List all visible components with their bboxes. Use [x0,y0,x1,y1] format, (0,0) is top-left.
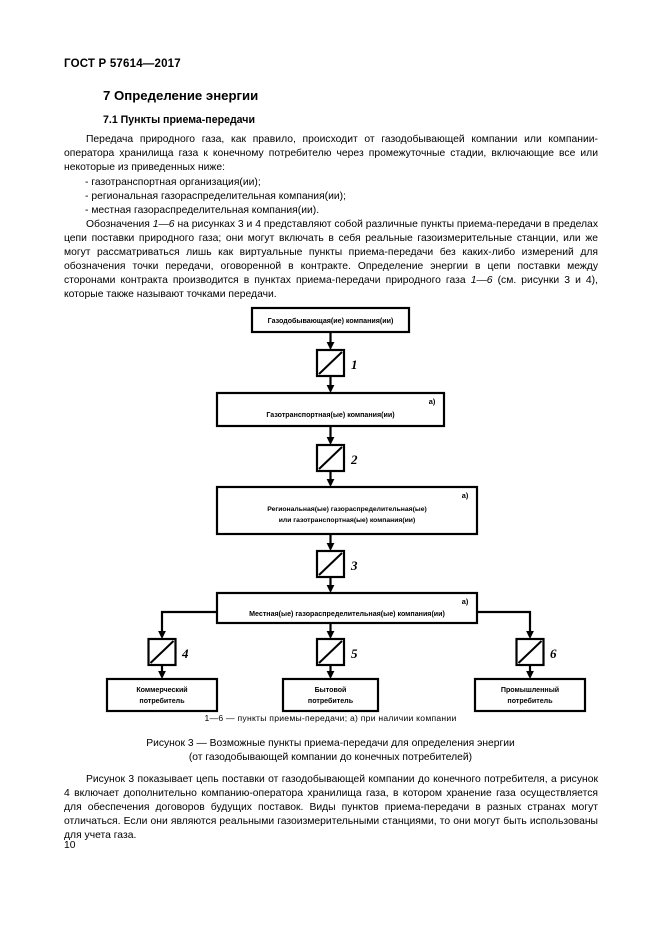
arrowhead-local-to-tp5 [326,631,335,639]
connector-local-to-tp4 [160,610,217,633]
designations-text-pre: Обозначения [86,219,153,230]
transfer-point-6-diagonal [517,640,543,664]
arrowhead-tp5-to-domestic [326,671,335,679]
box-consumer-domestic-line2: потребитель [308,697,354,705]
transfer-point-1-number: 1 [351,357,358,372]
designations-range-1: 1—6 [152,219,175,230]
box-consumer-commercial-line2: потребитель [139,697,185,705]
box-consumer-industrial-line2: потребитель [507,697,553,705]
paragraph-designations: Обозначения 1—6 на рисунках 3 и 4 предст… [64,218,598,303]
stage-list: - газотранспортная организация(ии); - ре… [85,176,598,218]
transfer-point-2-diagonal [318,446,343,470]
marker-a-regional: а) [462,491,469,500]
arrowhead-tp4-to-commercial [158,671,166,679]
arrowhead-tp1-to-transmission [326,385,335,393]
transfer-point-4-number: 4 [181,646,189,661]
box-local [215,591,479,625]
box-regional-label-line2: или газотранспортная(ые) компания(ии) [279,517,416,524]
box-producer-label: Газодобывающая(ие) компания(ии) [268,317,394,325]
arrowhead-regional-to-tp3 [326,543,335,551]
standard-header: ГОСТ Р 57614—2017 [64,58,181,70]
box-consumer-commercial [105,677,219,713]
arrowhead-tp6-to-industrial [526,671,534,679]
transfer-point-5-diagonal [318,640,343,664]
transfer-point-6-number: 6 [550,646,557,661]
box-consumer-domestic [281,677,380,713]
page-number: 10 [64,840,76,851]
box-transmission [215,391,446,428]
box-regional-label-line1: Региональная(ые) газораспределительная(ы… [267,506,427,513]
subsection-heading: 7.1 Пункты приема-передачи [103,114,255,126]
arrowhead-local-to-tp4 [158,631,166,639]
figure-caption: Рисунок 3 — Возможные пункты приема-пере… [0,737,661,765]
section-heading: 7 Определение энергии [103,88,259,103]
transfer-point-3-diagonal [318,552,343,576]
transfer-point-5-number: 5 [351,646,358,661]
transfer-point-3-number: 3 [350,558,358,573]
figure-note: 1—6 — пункты приемы-передачи; а) при нал… [204,713,457,723]
arrowhead-tp2-to-regional [326,479,335,487]
figure-caption-line1: Рисунок 3 — Возможные пункты приема-пере… [146,738,515,749]
figure-3-supply-chain: Газодобывающая(ие) компания(ии) 1 а) Газ… [0,300,661,720]
paragraph-tail: Рисунок 3 показывает цепь поставки от га… [64,774,598,842]
arrowhead-transmission-to-tp2 [326,437,335,445]
designations-text-post: (см. рисунки 3 и 4), которые также назыв… [64,275,598,301]
list-item: - газотранспортная организация(ии); [85,177,261,188]
marker-a-local: а) [462,597,469,606]
figure-caption-line2: (от газодобывающей компании до конечных … [188,752,473,763]
arrowhead-local-to-tp6 [526,631,534,639]
box-regional [215,485,479,536]
designations-range-2: 1—6 [470,275,493,287]
marker-a-transmission: а) [429,397,436,406]
designations-text-mid: на рисунках 3 и 4 представляют собой раз… [64,219,598,287]
transfer-point-4-diagonal [149,640,175,664]
box-consumer-commercial-line1: Коммерческий [136,686,187,694]
transfer-point-1 [315,348,346,378]
box-consumer-industrial-line1: Промышленный [501,686,559,694]
paragraph-intro: Передача природного газа, как правило, п… [64,134,598,174]
box-consumer-industrial [473,677,587,713]
box-consumer-domestic-line1: Бытовой [315,686,347,694]
list-item: - региональная газораспределительная ком… [85,191,346,203]
box-transmission-label: Газотранспортная(ые) компания(ии) [266,411,395,419]
arrowhead-tp3-to-local [326,585,335,593]
list-item: - местная газораспределительная компания… [85,205,320,217]
transfer-point-2-number: 2 [350,452,358,467]
box-local-label: Местная(ые) газораспределительная(ые) ко… [249,610,445,618]
arrowhead-producer-to-tp1 [326,342,335,350]
transfer-point-1-diagonal [318,351,343,375]
box-producer [250,306,411,334]
